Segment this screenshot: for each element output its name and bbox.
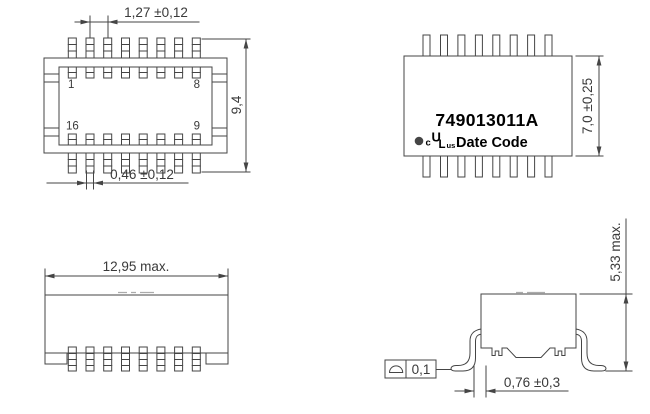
dim-body-height-label: 9,4	[229, 95, 244, 114]
ul-us: us	[447, 141, 456, 150]
dim-pitch-label: 1,27 ±0,12	[124, 5, 188, 20]
dim-lead-foot: 0,76 ±0,3	[454, 365, 569, 398]
marking-view: 749013011A c U L us Date Code 7,0 ±0,25	[403, 34, 604, 178]
dim-body-width-label: 7,0 ±0,25	[580, 78, 595, 134]
corner-foot-right	[205, 352, 229, 365]
dim-length-label: 12,95 max.	[103, 259, 170, 274]
pin-number-1: 1	[68, 79, 74, 91]
dim-pin-width-label: 0,46 ±0,12	[110, 167, 174, 182]
pin-row-bottom	[422, 155, 553, 178]
corner-foot-left	[44, 352, 68, 365]
dim-lead-foot-label: 0,76 ±0,3	[504, 375, 560, 390]
coplanarity-value: 0,1	[412, 362, 431, 377]
pin-row-top	[422, 34, 553, 57]
body-outline	[44, 294, 229, 354]
dim-length: 12,95 max.	[44, 259, 229, 295]
gullwing-lead-right	[575, 328, 607, 372]
body-inner-outline	[58, 66, 213, 146]
dim-body-height: 9,4	[201, 38, 251, 173]
pin-number-16: 16	[66, 121, 79, 133]
dim-pitch: 1,27 ±0,12	[74, 5, 200, 38]
ul-c: c	[426, 138, 431, 149]
pin-row	[67, 346, 201, 372]
dim-pin-width: 0,46 ±0,12	[46, 167, 189, 190]
dim-height-label: 5,33 max.	[608, 222, 623, 281]
part-number: 749013011A	[435, 110, 538, 130]
body-outline	[43, 57, 228, 154]
body-outline	[403, 55, 573, 157]
ul-mark-icon: c U L us	[414, 130, 456, 151]
body-bottom-profile	[480, 347, 577, 358]
side-view: 12,95 max.	[44, 259, 229, 372]
front-view: 0,1 5,33 max. 0,76 ±0,3	[384, 218, 633, 398]
dim-height: 5,33 max.	[579, 218, 633, 372]
body-outline	[480, 293, 577, 349]
dim-body-width: 7,0 ±0,25	[575, 55, 604, 157]
pin-number-9: 9	[194, 121, 200, 133]
ul-l: L	[439, 139, 446, 151]
profile-tolerance-icon	[388, 365, 404, 373]
top-view: 1 8 16 9 1,27 ±0,12 0,46 ±0,12	[43, 5, 251, 190]
date-code-label: Date Code	[456, 135, 528, 151]
ul-u: U	[432, 130, 441, 145]
side-tabs	[43, 73, 228, 137]
pin-number-8: 8	[194, 79, 200, 91]
coplanarity-frame: 0,1	[384, 359, 452, 379]
pin1-indicator-dot	[414, 136, 424, 146]
gullwing-lead-left	[450, 328, 482, 372]
